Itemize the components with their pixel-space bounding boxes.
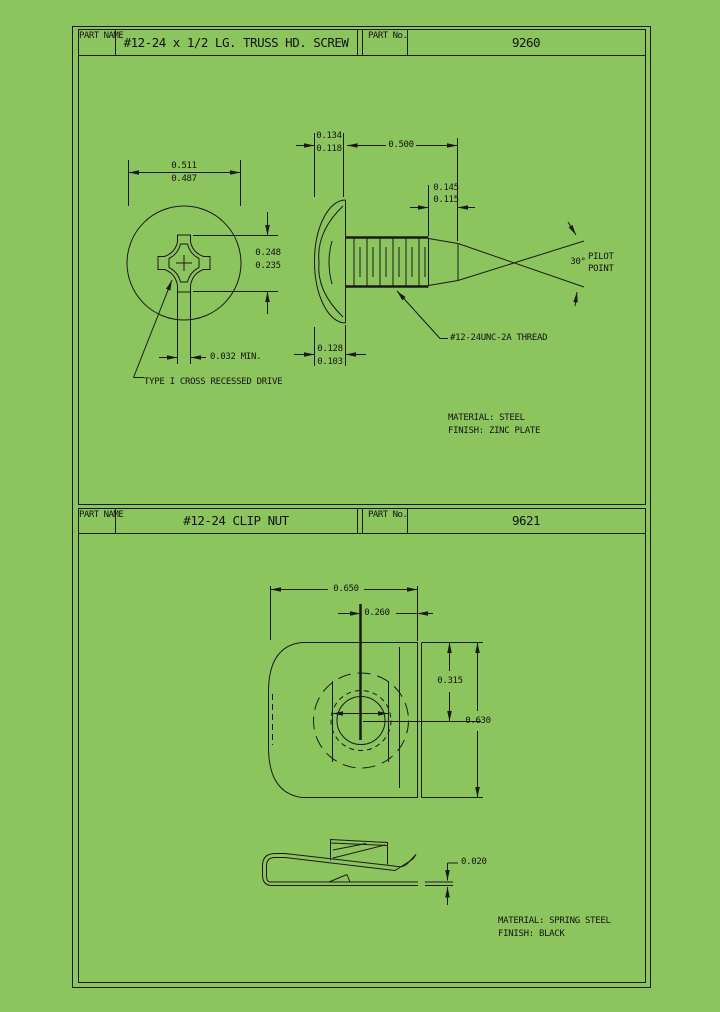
part-no-value: 9260 <box>511 35 541 50</box>
dim-recess-max: 0.248 <box>255 248 281 258</box>
dim-point-angle: 30° <box>570 257 586 267</box>
drive-note: TYPE I CROSS RECESSED DRIVE <box>144 377 283 387</box>
thread-note: #12-24UNC-2A THREAD <box>450 333 548 343</box>
part-name-value: #12-24 CLIP NUT <box>183 513 289 528</box>
part-name-label: PART NAME <box>79 31 124 41</box>
part-no-label: PART No. <box>368 31 408 41</box>
dim-pilot-len-max: 0.145 <box>433 183 459 193</box>
material-note: MATERIAL: SPRING STEEL <box>498 916 611 926</box>
point-label-1: PILOT <box>588 252 614 262</box>
dim-head-dia-max: 0.511 <box>171 161 197 171</box>
dim-head-height-max: 0.134 <box>316 131 342 141</box>
dim-slot-min: 0.032 MIN. <box>210 352 262 362</box>
part-name-value: #12-24 x 1/2 LG. TRUSS HD. SCREW <box>123 35 349 50</box>
dim-center-to-edge: 0.260 <box>364 608 390 618</box>
dim-height: 0.630 <box>465 716 491 726</box>
dim-pilot-len-min: 0.115 <box>433 195 459 205</box>
part-name-label: PART NAME <box>79 510 124 520</box>
dim-recess-min: 0.235 <box>255 261 281 271</box>
point-label-2: POINT <box>588 264 614 274</box>
dim-head-dia-min: 0.487 <box>171 174 197 184</box>
material-note: MATERIAL: STEEL <box>448 413 525 423</box>
part-no-label: PART No. <box>368 510 408 520</box>
dim-thickness: 0.020 <box>461 857 487 867</box>
part-no-value: 9621 <box>511 513 541 528</box>
dim-head-side-max: 0.128 <box>317 344 343 354</box>
dim-head-side-min: 0.103 <box>317 357 343 367</box>
finish-note: FINISH: ZINC PLATE <box>448 426 541 436</box>
dim-top-to-center: 0.315 <box>437 676 463 686</box>
finish-note: FINISH: BLACK <box>498 929 565 939</box>
dim-width: 0.650 <box>333 584 359 594</box>
dim-head-height-min: 0.118 <box>316 144 342 154</box>
dim-length: 0.500 <box>388 140 414 150</box>
